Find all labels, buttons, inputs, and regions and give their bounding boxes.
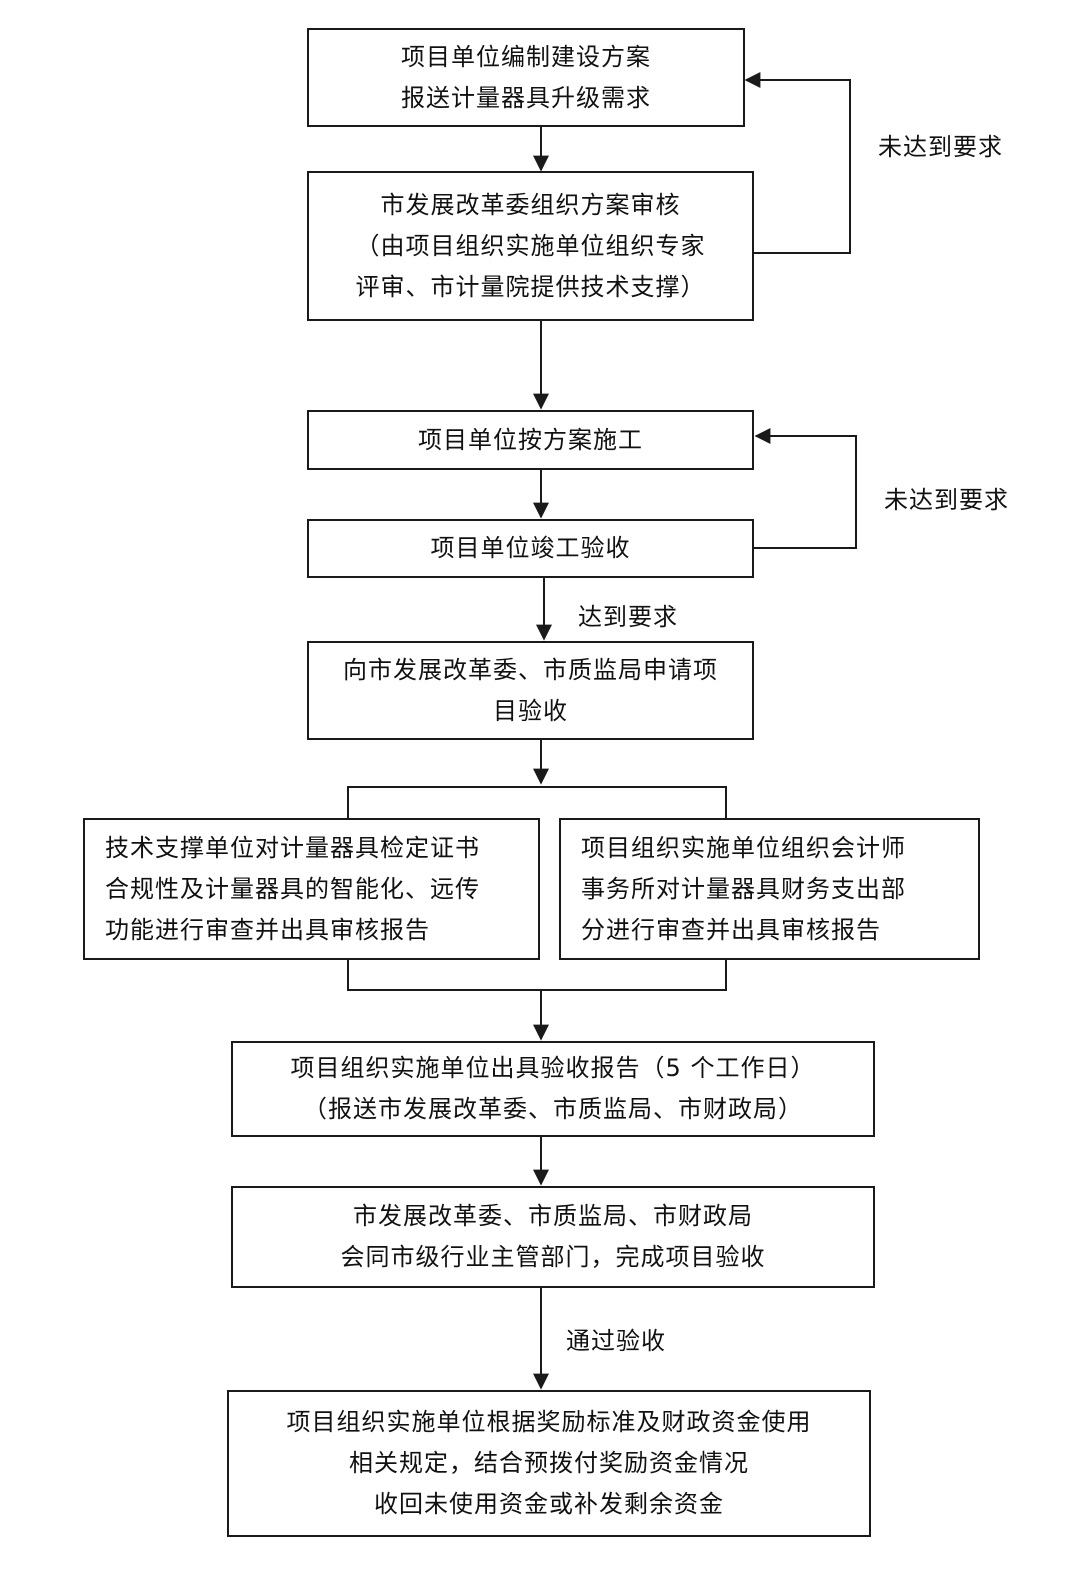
node-text-line: 项目组织实施单位根据奖励标准及财政资金使用 — [286, 1408, 812, 1436]
node-text-line: 项目单位竣工验收 — [430, 534, 631, 562]
edge-label-met: 达到要求 — [578, 603, 678, 631]
merge-bracket — [347, 960, 727, 991]
node-text-line: 市发展改革委组织方案审核 — [380, 190, 681, 219]
node-text-line: 收回未使用资金或补发剩余资金 — [374, 1490, 724, 1518]
node-text-line: 相关规定，结合预拨付奖励资金情况 — [349, 1449, 749, 1477]
node-text-line: 技术支撑单位对计量器具检定证书 — [105, 833, 480, 862]
node-fund-settlement: 项目组织实施单位根据奖励标准及财政资金使用 相关规定，结合预拨付奖励资金情况 收… — [227, 1390, 871, 1537]
node-text-line: 合规性及计量器具的智能化、远传 — [105, 874, 480, 903]
node-text-line: （由项目组织实施单位组织专家 — [355, 231, 706, 260]
node-prepare-plan: 项目单位编制建设方案 报送计量器具升级需求 — [307, 28, 745, 127]
node-text-line: 事务所对计量器具财务支出部 — [581, 874, 906, 903]
node-text-line: 分进行审查并出具审核报告 — [581, 915, 881, 944]
edge-label-not-met-2: 未达到要求 — [884, 486, 1009, 514]
node-text-line: 向市发展改革委、市质监局申请项 — [343, 655, 718, 684]
node-text-line: 项目组织实施单位出具验收报告（5 个工作日） — [290, 1054, 816, 1082]
node-text-line: 项目单位按方案施工 — [418, 425, 643, 454]
loop-arrow-n2-n1 — [744, 72, 851, 254]
node-apply-acceptance: 向市发展改革委、市质监局申请项 目验收 — [307, 641, 754, 740]
node-technical-review: 技术支撑单位对计量器具检定证书 合规性及计量器具的智能化、远传 功能进行审查并出… — [83, 818, 540, 960]
node-acceptance-report: 项目组织实施单位出具验收报告（5 个工作日） （报送市发展改革委、市质监局、市财… — [231, 1041, 875, 1137]
node-text-line: 项目组织实施单位组织会计师 — [581, 833, 906, 862]
node-text-line: 会同市级行业主管部门，完成项目验收 — [340, 1243, 766, 1271]
node-text-line: 目验收 — [493, 696, 568, 725]
node-joint-acceptance: 市发展改革委、市质监局、市财政局 会同市级行业主管部门，完成项目验收 — [231, 1186, 875, 1288]
node-text-line: 报送计量器具升级需求 — [401, 83, 651, 112]
node-text-line: （报送市发展改革委、市质监局、市财政局） — [303, 1095, 803, 1123]
node-text-line: 市发展改革委、市质监局、市财政局 — [353, 1202, 753, 1230]
edge-label-passed: 通过验收 — [566, 1327, 666, 1355]
loop-arrow-n4-n3 — [754, 428, 857, 549]
node-text-line: 评审、市计量院提供技术支撑） — [355, 272, 706, 301]
node-text-line: 项目单位编制建设方案 — [401, 42, 651, 71]
node-financial-review: 项目组织实施单位组织会计师 事务所对计量器具财务支出部 分进行审查并出具审核报告 — [559, 818, 980, 960]
split-bracket — [347, 786, 727, 818]
edge-label-not-met-1: 未达到要求 — [878, 133, 1003, 161]
node-plan-review: 市发展改革委组织方案审核 （由项目组织实施单位组织专家 评审、市计量院提供技术支… — [307, 171, 754, 321]
node-text-line: 功能进行审查并出具审核报告 — [105, 915, 430, 944]
node-completion-acceptance: 项目单位竣工验收 — [307, 519, 754, 578]
node-construction: 项目单位按方案施工 — [307, 410, 754, 470]
